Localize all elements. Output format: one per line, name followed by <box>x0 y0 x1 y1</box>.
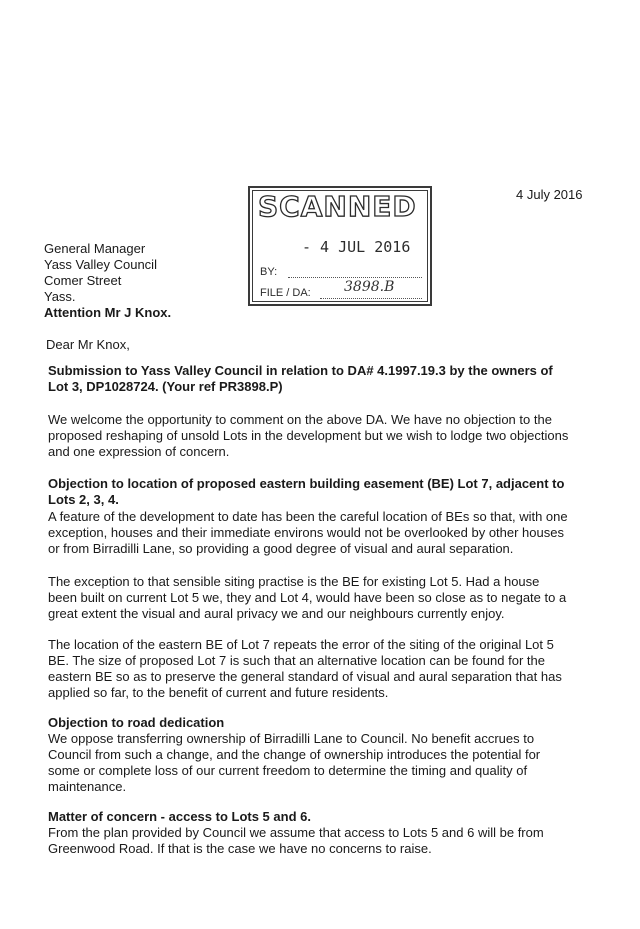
section2-paragraph: We oppose transferring ownership of Birr… <box>48 731 598 795</box>
section3-paragraph: From the plan provided by Council we ass… <box>48 825 598 857</box>
scanned-stamp: SCANNED - 4 JUL 2016 BY: FILE / DA: 3898… <box>248 186 432 306</box>
address-line: Yass. <box>44 289 76 304</box>
text-line: From the plan provided by Council we ass… <box>48 825 544 840</box>
text-line: We oppose transferring ownership of Birr… <box>48 731 535 746</box>
heading-line: Objection to road dedication <box>48 715 225 730</box>
text-line: Greenwood Road. If that is the case we h… <box>48 841 432 856</box>
section2-heading: Objection to road dedication <box>48 715 598 731</box>
section1-paragraph-3: The location of the eastern BE of Lot 7 … <box>48 637 598 701</box>
text-line: exception, houses and their immediate en… <box>48 525 564 540</box>
text-line: great extent the visual and aural privac… <box>48 606 505 621</box>
text-line: been built on current Lot 5 we, they and… <box>48 590 567 605</box>
subject-heading: Submission to Yass Valley Council in rel… <box>48 363 598 395</box>
text-line: We welcome the opportunity to comment on… <box>48 412 552 427</box>
letter-date: 4 July 2016 <box>516 187 583 202</box>
subject-line: Submission to Yass Valley Council in rel… <box>48 363 553 378</box>
stamp-file-label: FILE / DA: <box>260 287 311 299</box>
section1-paragraph-1: A feature of the development to date has… <box>48 509 598 557</box>
stamp-by-line <box>288 277 422 278</box>
text-line: The location of the eastern BE of Lot 7 … <box>48 637 554 652</box>
text-line: BE. The size of proposed Lot 7 is such t… <box>48 653 545 668</box>
intro-paragraph: We welcome the opportunity to comment on… <box>48 412 598 460</box>
text-line: applied so far, to the benefit of curren… <box>48 685 389 700</box>
address-line: Comer Street <box>44 273 122 288</box>
attention-line: Attention Mr J Knox. <box>44 305 172 320</box>
heading-line: Lots 2, 3, 4. <box>48 492 119 507</box>
stamp-file-line <box>320 298 422 299</box>
text-line: The exception to that sensible siting pr… <box>48 574 540 589</box>
heading-line: Matter of concern - access to Lots 5 and… <box>48 809 311 824</box>
text-line: maintenance. <box>48 779 127 794</box>
text-line: some or complete loss of our current fre… <box>48 763 528 778</box>
text-line: proposed reshaping of unsold Lots in the… <box>48 428 569 443</box>
section1-heading: Objection to location of proposed easter… <box>48 476 598 508</box>
stamp-date: - 4 JUL 2016 <box>302 238 411 256</box>
heading-line: Objection to location of proposed easter… <box>48 476 565 491</box>
text-line: A feature of the development to date has… <box>48 509 568 524</box>
address-line: General Manager <box>44 241 146 256</box>
stamp-by-label: BY: <box>260 266 278 278</box>
text-line: eastern BE so as to preserve the general… <box>48 669 562 684</box>
salutation: Dear Mr Knox, <box>46 337 130 352</box>
address-line: Yass Valley Council <box>44 257 157 272</box>
section3-heading: Matter of concern - access to Lots 5 and… <box>48 809 598 825</box>
section1-paragraph-2: The exception to that sensible siting pr… <box>48 574 598 622</box>
text-line: and one expression of concern. <box>48 444 230 459</box>
stamp-title: SCANNED <box>257 189 417 223</box>
subject-line: Lot 3, DP1028724. (Your ref PR3898.P) <box>48 379 283 394</box>
text-line: or from Birradilli Lane, so providing a … <box>48 541 514 556</box>
text-line: Council from such a change, and the chan… <box>48 747 541 762</box>
stamp-file-number: 3898.B <box>344 279 395 295</box>
stamp-inner-border <box>252 190 428 302</box>
